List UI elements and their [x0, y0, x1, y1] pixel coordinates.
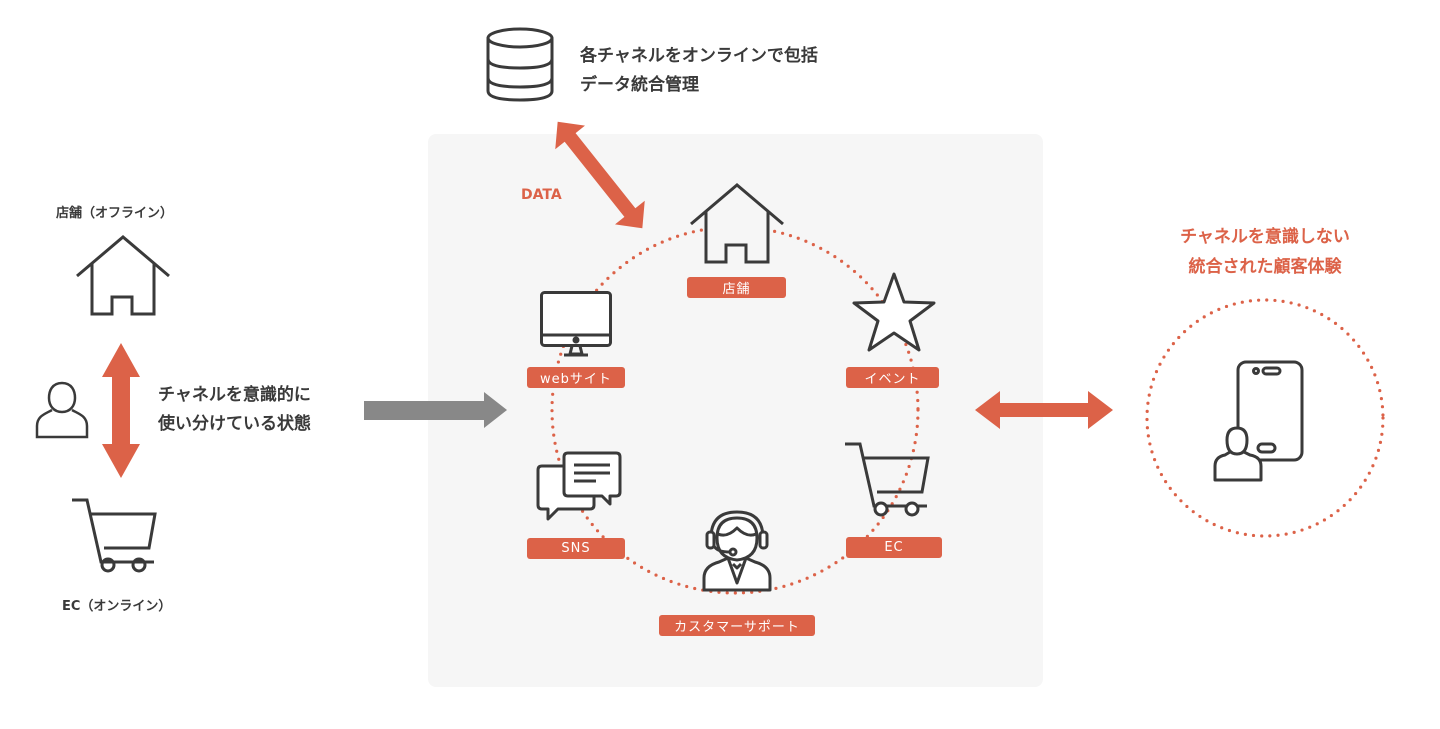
offline-store-label: 店舗（オフライン）	[56, 206, 174, 221]
data-arrow-label: DATA	[521, 187, 562, 203]
database-caption-line1: 各チャネルをオンラインで包括	[580, 46, 818, 66]
channel-switch-double-arrow	[102, 343, 140, 478]
hub-store-icon	[690, 183, 784, 264]
database-icon	[486, 27, 554, 102]
channel-label-support: カスタマーサポート	[659, 615, 815, 636]
channel-label-web: webサイト	[527, 367, 625, 388]
channel-label-event: イベント	[846, 367, 939, 388]
left-caption-line2: 使い分けている状態	[158, 414, 311, 434]
left-caption-line1: チャネルを意識的に	[158, 385, 311, 405]
left-caption: チャネルを意識的に 使い分けている状態	[158, 381, 311, 439]
hub-cart-icon	[845, 442, 931, 518]
online-ec-label: EC（オンライン）	[62, 599, 172, 614]
data-double-arrow	[555, 121, 645, 229]
right-caption: チャネルを意識しない 統合された顧客体験	[1150, 222, 1380, 282]
hub-headset-operator-icon	[697, 508, 777, 598]
person-smartphone-icon	[1212, 360, 1304, 482]
channel-label-store: 店舗	[687, 277, 786, 298]
database-caption-line2: データ統合管理	[580, 75, 699, 95]
experience-ring	[1145, 298, 1385, 538]
hub-star-icon	[851, 272, 937, 352]
channel-label-sns: SNS	[527, 538, 625, 559]
right-caption-line2: 統合された顧客体験	[1188, 257, 1342, 277]
cart-icon	[72, 498, 158, 574]
hub-chat-bubbles-icon	[536, 451, 622, 526]
hub-monitor-icon	[540, 291, 612, 357]
person-icon	[35, 381, 89, 439]
right-caption-line1: チャネルを意識しない	[1180, 227, 1350, 247]
channel-label-ec: EC	[846, 537, 942, 558]
experience-double-arrow	[975, 391, 1113, 429]
transition-arrow	[364, 392, 507, 428]
database-caption: 各チャネルをオンラインで包括 データ統合管理	[580, 42, 818, 100]
store-icon	[76, 235, 170, 316]
